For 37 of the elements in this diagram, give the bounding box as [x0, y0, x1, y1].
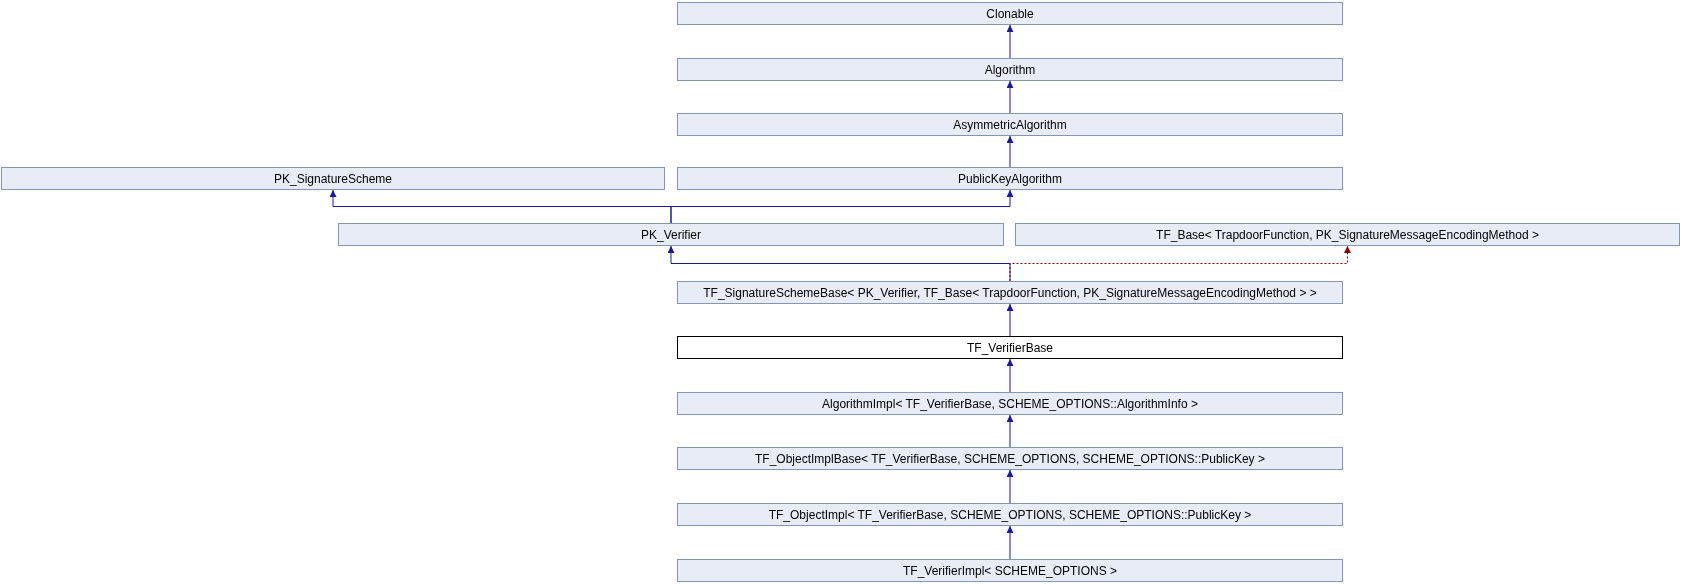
class-box — [677, 392, 1343, 415]
inheritance-arrow — [1006, 80, 1014, 114]
class-box — [1015, 223, 1680, 246]
class-name: Clonable — [986, 6, 1034, 21]
inheritance-arrow — [1006, 358, 1014, 393]
class-name: TF_ObjectImpl< TF_VerifierBase, SCHEME_OPTIONS, SCHEME_OPTIONS::PublicKey > — [768, 507, 1252, 522]
class-name: PublicKeyAlgorithm — [957, 171, 1062, 186]
inheritance-arrow — [1006, 414, 1014, 448]
class-name: AlgorithmImpl< TF_VerifierBase, SCHEME_OPTIONS::AlgorithmInfo > — [822, 396, 1198, 411]
class-name: Algorithm — [984, 62, 1036, 77]
class-box — [677, 281, 1343, 304]
class-name: TF_Base< TrapdoorFunction, PK_SignatureMessageEncodingMethod > — [1156, 227, 1539, 242]
class-box — [677, 58, 1343, 81]
inheritance-arrow — [1006, 469, 1014, 504]
class-box — [677, 113, 1343, 136]
class-box — [677, 503, 1343, 526]
class-box — [677, 559, 1343, 582]
class-box — [677, 2, 1343, 25]
class-box — [1, 167, 665, 190]
class-box — [677, 167, 1343, 190]
inheritance-arrow — [1006, 303, 1014, 337]
inheritance-arrow — [1006, 135, 1014, 168]
inheritance-arrow — [1006, 24, 1014, 59]
inheritance-arrow — [670, 189, 1014, 224]
class-box — [677, 336, 1343, 359]
class-name: PK_SignatureScheme — [273, 171, 393, 186]
class-box — [338, 223, 1004, 246]
class-name: PK_Verifier — [641, 227, 701, 242]
class-name: TF_VerifierBase — [966, 340, 1053, 355]
inheritance-arrow — [667, 245, 1011, 282]
class-name: TF_VerifierImpl< SCHEME_OPTIONS > — [902, 563, 1118, 578]
class-name: TF_ObjectImplBase< TF_VerifierBase, SCHEME_OPTIONS, SCHEME_OPTIONS::PublicKey > — [755, 451, 1265, 466]
class-name: TF_SignatureSchemeBase< PK_Verifier, TF_Base< TrapdoorFunction, PK_SignatureMessageEncodingMethod > > — [703, 285, 1317, 300]
inheritance-arrow — [1009, 245, 1351, 282]
class-box — [677, 447, 1343, 470]
inheritance-arrow — [1006, 525, 1014, 560]
class-name: AsymmetricAlgorithm — [953, 117, 1067, 132]
